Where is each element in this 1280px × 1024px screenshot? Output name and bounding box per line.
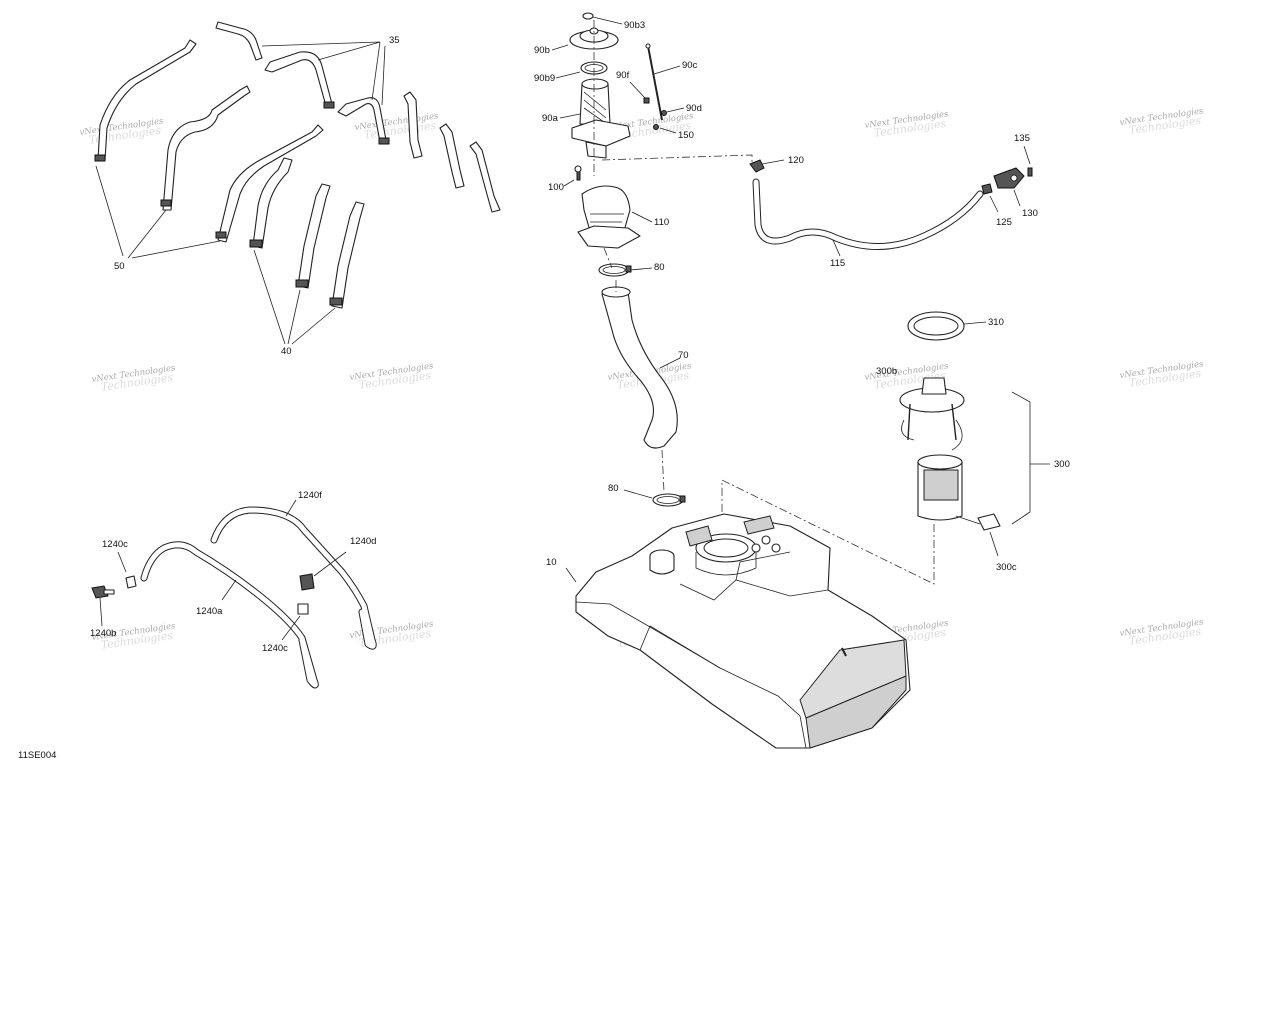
callout-110: 110 (654, 217, 669, 228)
callout-310: 310 (988, 317, 1004, 328)
strap-40-c (331, 201, 365, 309)
callout-100: 100 (548, 182, 564, 193)
callout-90d: 90d (686, 103, 702, 114)
callout-1240a: 1240a (196, 606, 223, 617)
vent-line-group: 120 115 125 130 135 (601, 133, 1038, 269)
callout-115: 115 (830, 258, 845, 269)
callout-50: 50 (114, 261, 125, 272)
straps-group: 35 50 40 (94, 21, 501, 357)
funnel (581, 185, 631, 239)
strap-35-e (439, 123, 465, 189)
callout-125: 125 (996, 217, 1012, 228)
callout-70: 70 (678, 350, 689, 361)
callout-1240f: 1240f (298, 490, 322, 501)
strap-35-b (264, 51, 333, 107)
filler-hose (601, 288, 678, 449)
callout-1240b: 1240b (90, 628, 116, 639)
callout-90a: 90a (542, 113, 559, 124)
callout-10: 10 (546, 557, 557, 568)
callout-1240d: 1240d (350, 536, 376, 547)
callout-150: 150 (678, 130, 694, 141)
callout-40: 40 (281, 346, 292, 357)
strap-35-d (403, 91, 423, 159)
strap-35-c (337, 97, 387, 143)
callout-135: 135 (1014, 133, 1030, 144)
callout-90f: 90f (616, 70, 630, 81)
strap-40-a (252, 157, 293, 249)
strap-35-a (215, 21, 263, 61)
callout-130: 130 (1022, 208, 1038, 219)
harness-group: 1240f 1240a 1240c 1240b 1240d 1240c (90, 490, 377, 689)
callout-35: 35 (389, 35, 400, 46)
fuel-tank-group: 10 (546, 513, 911, 749)
callout-300b: 300b (876, 366, 897, 377)
callout-90c: 90c (682, 60, 698, 71)
callout-300: 300 (1054, 459, 1070, 470)
callout-300c: 300c (996, 562, 1017, 573)
callout-90b9: 90b9 (534, 73, 555, 84)
callout-1240c-top: 1240c (102, 539, 128, 550)
callout-80-top: 80 (654, 262, 665, 273)
strap-50-a (97, 39, 197, 161)
strap-40-b (297, 183, 331, 289)
strap-35-f (469, 141, 501, 213)
harness-1240a (140, 541, 319, 689)
diagram-id: 11SE004 (18, 750, 56, 761)
filler-neck-group: 90b3 90b 90b9 90a 90c 90f 90d (534, 12, 702, 507)
strap-50-b (162, 85, 251, 211)
callout-90b: 90b (534, 45, 550, 56)
fuel-pump-group: 310 300c 300b 300 (721, 311, 1070, 585)
callout-80-bottom: 80 (608, 483, 619, 494)
callout-1240c-bottom: 1240c (262, 643, 288, 654)
strap-50-c (217, 124, 324, 243)
callout-90b3: 90b3 (624, 20, 645, 31)
callout-120: 120 (788, 155, 804, 166)
